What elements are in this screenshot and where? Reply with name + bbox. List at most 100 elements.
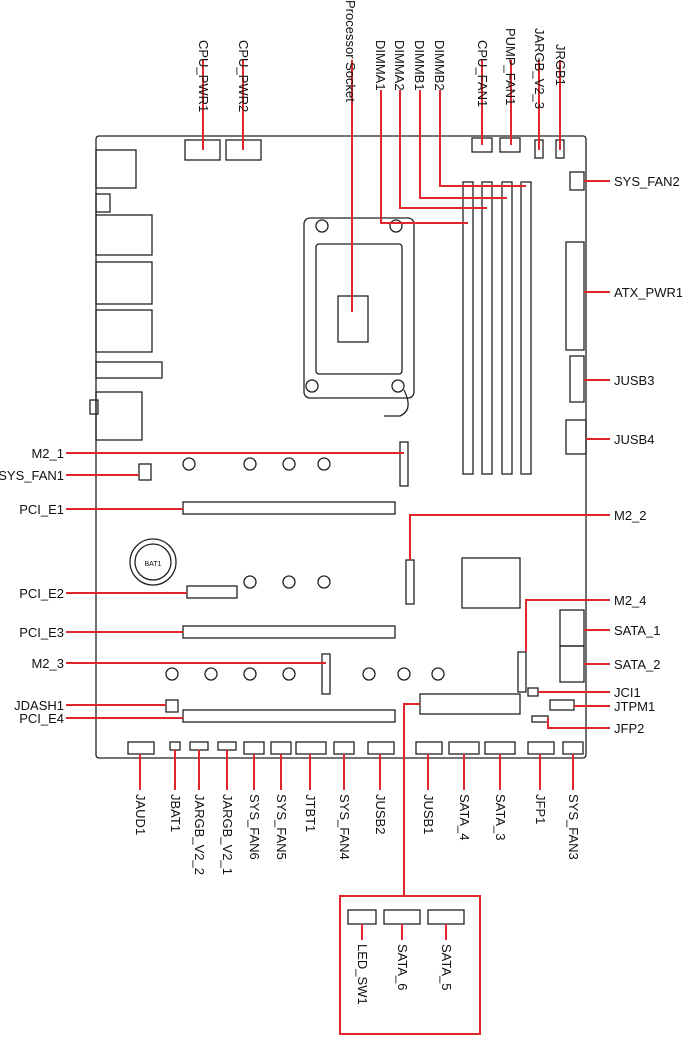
rear-io-block — [95, 391, 143, 441]
label-jusb1: JUSB1 — [421, 794, 436, 834]
jbat1-header — [169, 741, 181, 751]
label-jusb4: JUSB4 — [614, 432, 654, 447]
chipset — [461, 557, 521, 609]
rear-io-block — [95, 149, 137, 189]
sys-fan4-header — [333, 741, 355, 755]
label-m2-4: M2_4 — [614, 593, 647, 608]
sys-fan2-header — [569, 171, 585, 191]
m2-3-slot — [321, 653, 331, 695]
label-sata-3: SATA_3 — [493, 794, 508, 840]
label-jci1: JCI1 — [614, 685, 641, 700]
label-processor-socket: Processor Socket — [343, 0, 358, 102]
sys-fan1-header — [138, 463, 152, 481]
label-sys-fan6: SYS_FAN6 — [247, 794, 262, 860]
dimma2-slot — [481, 181, 493, 475]
pci-e3-slot — [182, 625, 396, 639]
jfp2-header — [531, 715, 549, 723]
jargb-v2-2-header — [189, 741, 209, 751]
jusb4-connector — [565, 419, 587, 455]
jdash1-header — [165, 699, 179, 713]
dimmb2-slot — [520, 181, 532, 475]
jusb3-connector — [569, 355, 585, 403]
inset-sata-5 — [427, 909, 465, 925]
label-cpu-fan1: CPU_FAN1 — [475, 40, 490, 107]
m2-1-slot — [399, 441, 409, 487]
label-led-sw1: LED_SW1 — [355, 944, 370, 1005]
inset-sata-6 — [383, 909, 421, 925]
jtpm1-header — [549, 699, 575, 711]
label-jtbt1: JTBT1 — [303, 794, 318, 832]
rear-io-block — [95, 261, 153, 305]
battery-label: BAT1 — [145, 561, 162, 568]
label-jtpm1: JTPM1 — [614, 699, 655, 714]
label-sys-fan3: SYS_FAN3 — [566, 794, 581, 860]
label-jargb-v2-3: JARGB_V2_3 — [532, 28, 547, 109]
label-sata-2: SATA_2 — [614, 657, 660, 672]
label-sata-4: SATA_4 — [457, 794, 472, 840]
label-cpu-pwr2: CPU_PWR2 — [236, 40, 251, 112]
jfp1-header — [527, 741, 555, 755]
bat1-battery — [129, 538, 177, 586]
sata-3-connector — [484, 741, 516, 755]
sys-fan6-header — [243, 741, 265, 755]
label-sys-fan2: SYS_FAN2 — [614, 174, 680, 189]
label-sata-6: SATA_6 — [395, 944, 410, 990]
inset-frame — [339, 895, 481, 1035]
label-atx-pwr1: ATX_PWR1 — [614, 285, 682, 300]
bat1-battery-inner — [134, 543, 172, 581]
pci-e1-slot — [182, 501, 396, 515]
label-pci-e3: PCI_E3 — [19, 625, 64, 640]
pci-e4-slot — [182, 709, 396, 723]
rear-io-block — [95, 214, 153, 256]
rear-io-block — [95, 361, 163, 379]
label-m2-3: M2_3 — [31, 656, 64, 671]
m2-4-slot — [517, 651, 527, 693]
label-jargb-v2-2: JARGB_V2_2 — [192, 794, 207, 875]
label-jbat1: JBAT1 — [168, 794, 183, 832]
sata-2-connector — [559, 645, 585, 683]
label-pci-e4: PCI_E4 — [19, 711, 64, 726]
mounting-holes — [165, 457, 445, 681]
jtbt1-header — [295, 741, 327, 755]
sata-4-connector — [448, 741, 480, 755]
label-dimmb1: DIMMB1 — [412, 40, 427, 91]
label-pump-fan1: PUMP_FAN1 — [503, 28, 518, 105]
sys-fan5-header — [270, 741, 292, 755]
rear-io-block — [95, 193, 111, 213]
dimmb1-slot — [501, 181, 513, 475]
label-sata-1: SATA_1 — [614, 623, 660, 638]
jargb-v2-1-header — [217, 741, 237, 751]
rear-io-block — [95, 309, 153, 353]
jusb2-header — [367, 741, 395, 755]
jci1-header — [527, 687, 539, 697]
label-sata-5: SATA_5 — [439, 944, 454, 990]
inset-led-sw1-sata — [347, 909, 377, 925]
dimma1-slot — [462, 181, 474, 475]
label-m2-1: M2_1 — [31, 446, 64, 461]
label-dimma1: DIMMA1 — [373, 40, 388, 91]
m2-2-slot — [405, 559, 415, 605]
sata-1-connector — [559, 609, 585, 647]
label-jusb3: JUSB3 — [614, 373, 654, 388]
pci-e2-slot — [186, 585, 238, 599]
sys-fan3-header — [562, 741, 584, 755]
label-jaud1: JAUD1 — [133, 794, 148, 835]
led-sw1-sata-block — [419, 693, 521, 715]
label-dimma2: DIMMA2 — [392, 40, 407, 91]
jusb1-header — [415, 741, 443, 755]
label-jusb2: JUSB2 — [373, 794, 388, 834]
label-jargb-v2-1: JARGB_V2_1 — [220, 794, 235, 875]
label-jrgb1: JRGB1 — [553, 44, 568, 86]
label-pci-e1: PCI_E1 — [19, 502, 64, 517]
label-jfp2: JFP2 — [614, 721, 644, 736]
label-pci-e2: PCI_E2 — [19, 586, 64, 601]
label-sys-fan1: SYS_FAN1 — [0, 468, 64, 483]
rear-io-block — [89, 399, 99, 415]
label-cpu-pwr1: CPU_PWR1 — [196, 40, 211, 112]
label-dimmb2: DIMMB2 — [432, 40, 447, 91]
label-jdash1: JDASH1 — [14, 698, 64, 713]
label-m2-2: M2_2 — [614, 508, 647, 523]
jaud1-header — [127, 741, 155, 755]
label-jfp1: JFP1 — [533, 794, 548, 824]
